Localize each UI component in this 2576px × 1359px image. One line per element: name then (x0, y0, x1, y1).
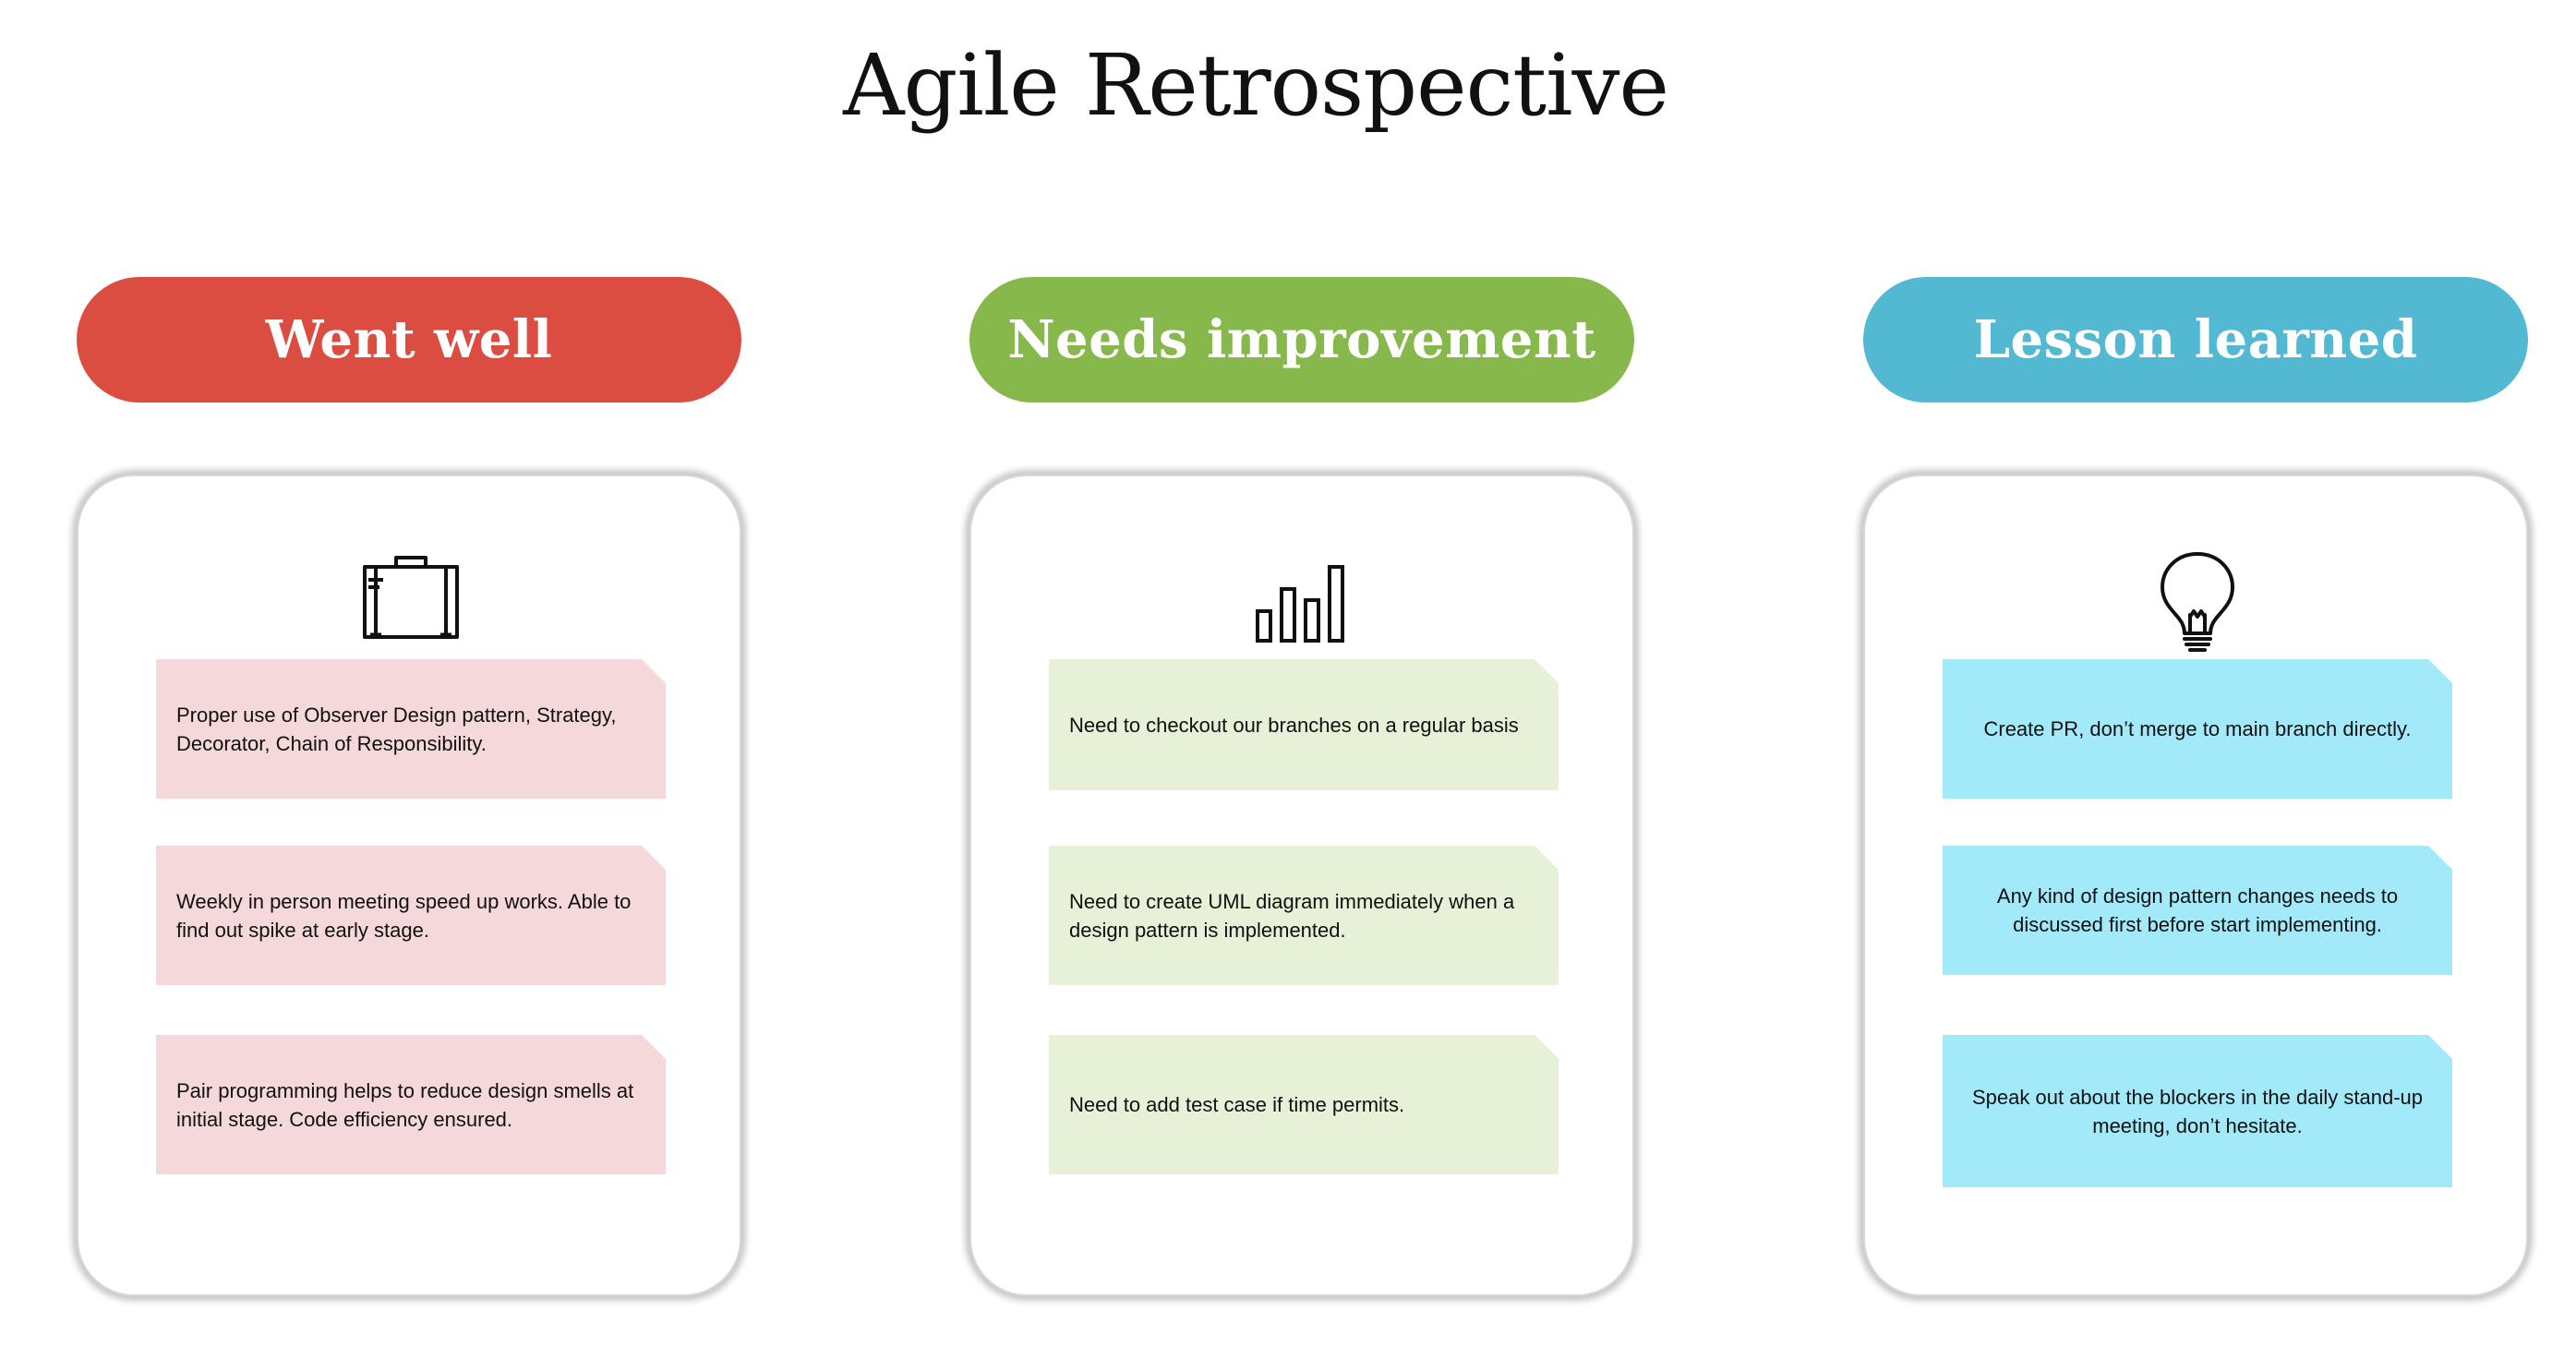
lightbulb-icon (2142, 543, 2253, 654)
went-well-header: Went well (77, 277, 741, 403)
lesson-learned-note-3: Speak out about the blockers in the dail… (1943, 1035, 2452, 1187)
lesson-learned-note-1: Create PR, don’t merge to main branch di… (1943, 659, 2452, 799)
page-title: Agile Retrospective (843, 36, 1669, 135)
lesson-learned-note-2: Any kind of design pattern changes needs… (1943, 846, 2452, 975)
needs-improvement-card: Need to checkout our branches on a regul… (969, 475, 1634, 1296)
lesson-learned-header: Lesson learned (1863, 277, 2528, 403)
needs-improvement-header: Needs improvement (969, 277, 1634, 403)
lesson-learned-heading: Lesson learned (1973, 309, 2418, 370)
column-needs-improvement: Needs improvement Need to checkout our b… (969, 277, 1634, 1296)
column-lesson-learned: Lesson learned Create PR, don’t merge to… (1863, 277, 2528, 1296)
went-well-note-2: Weekly in person meeting speed up works.… (156, 846, 666, 985)
lesson-learned-card: Create PR, don’t merge to main branch di… (1863, 475, 2528, 1296)
needs-improvement-note-3: Need to add test case if time permits. (1049, 1035, 1559, 1174)
needs-improvement-note-1: Need to checkout our branches on a regul… (1049, 659, 1559, 790)
needs-improvement-heading: Needs improvement (1007, 309, 1596, 370)
went-well-note-3: Pair programming helps to reduce design … (156, 1035, 666, 1174)
went-well-heading: Went well (265, 309, 553, 370)
needs-improvement-note-2: Need to create UML diagram immediately w… (1049, 846, 1559, 985)
column-went-well: Went well Proper use of Observer Design … (77, 277, 741, 1296)
briefcase-icon (355, 543, 466, 654)
went-well-card: Proper use of Observer Design pattern, S… (77, 475, 741, 1296)
went-well-note-1: Proper use of Observer Design pattern, S… (156, 659, 666, 799)
bar-chart-icon (1248, 543, 1359, 654)
